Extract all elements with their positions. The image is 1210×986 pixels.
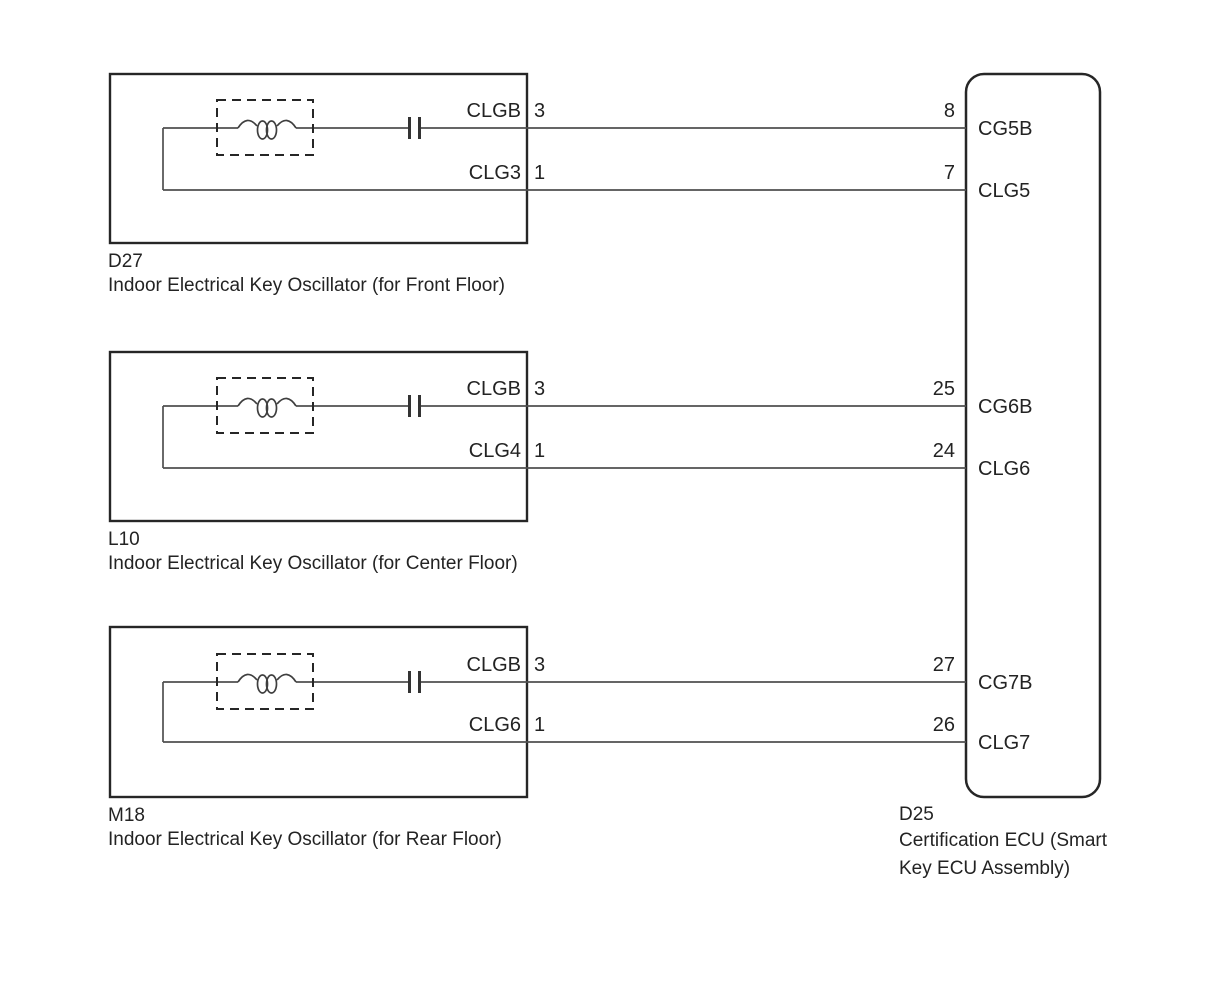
inductor-coil-icon-d27	[237, 119, 297, 140]
connector-pin-label: CLG3	[468, 162, 521, 184]
ecu-pin-number: 7	[943, 162, 955, 184]
connector-pin-label: CLGB	[466, 378, 521, 400]
connector-pin-number: 3	[534, 378, 546, 400]
component-name: Indoor Electrical Key Oscillator (for Ce…	[108, 553, 518, 574]
ecu-pin-label: CLG7	[978, 732, 1031, 754]
capacitor-icon-l10	[408, 395, 421, 417]
wires-m18	[162, 681, 966, 743]
connector-pin-number: 1	[534, 440, 546, 462]
ecu-name-line2: Key ECU Assembly)	[899, 858, 1071, 879]
inductor-coil-icon-m18	[237, 673, 297, 694]
ecu-pin-label: CLG6	[978, 458, 1031, 480]
ecu-pin-number: 25	[932, 378, 955, 400]
inductor-dashed-box-d27	[216, 99, 314, 156]
ecu-pin-label: CG7B	[978, 672, 1033, 694]
capacitor-icon-m18	[408, 671, 421, 693]
connector-pin-label: CLGB	[466, 654, 521, 676]
inductor-coil-icon-l10	[237, 397, 297, 418]
component-id: L10	[108, 529, 140, 550]
component-id: D27	[108, 251, 143, 272]
ecu-pin-label: CLG5	[978, 180, 1031, 202]
ecu-box-outline	[964, 72, 1102, 799]
ecu-pin-label: CG5B	[978, 118, 1033, 140]
ecu-pin-label: CG6B	[978, 396, 1033, 418]
ecu-id: D25	[899, 804, 934, 825]
connector-pin-number: 1	[534, 162, 546, 184]
component-name: Indoor Electrical Key Oscillator (for Re…	[108, 829, 502, 850]
ecu-pin-number: 26	[932, 714, 955, 736]
capacitor-icon-d27	[408, 117, 421, 139]
connector-pin-label: CLG6	[468, 714, 521, 736]
connector-pin-number: 3	[534, 100, 546, 122]
inductor-dashed-box-l10	[216, 377, 314, 434]
component-name: Indoor Electrical Key Oscillator (for Fr…	[108, 275, 506, 296]
connector-pin-number: 1	[534, 714, 546, 736]
oscillator-box-d27	[108, 72, 529, 245]
ecu-name-line1: Certification ECU (Smart	[899, 830, 1107, 851]
connector-pin-label: CLGB	[466, 100, 521, 122]
inductor-dashed-box-m18	[216, 653, 314, 710]
connector-pin-number: 3	[534, 654, 546, 676]
wires-l10	[162, 405, 966, 469]
ecu-pin-number: 27	[932, 654, 955, 676]
ecu-pin-number: 8	[943, 100, 955, 122]
oscillator-box-m18	[108, 625, 529, 799]
ecu-pin-number: 24	[932, 440, 955, 462]
component-id: M18	[108, 805, 145, 826]
connector-pin-label: CLG4	[468, 440, 521, 462]
oscillator-box-l10	[108, 350, 529, 523]
wires-d27	[162, 127, 966, 191]
